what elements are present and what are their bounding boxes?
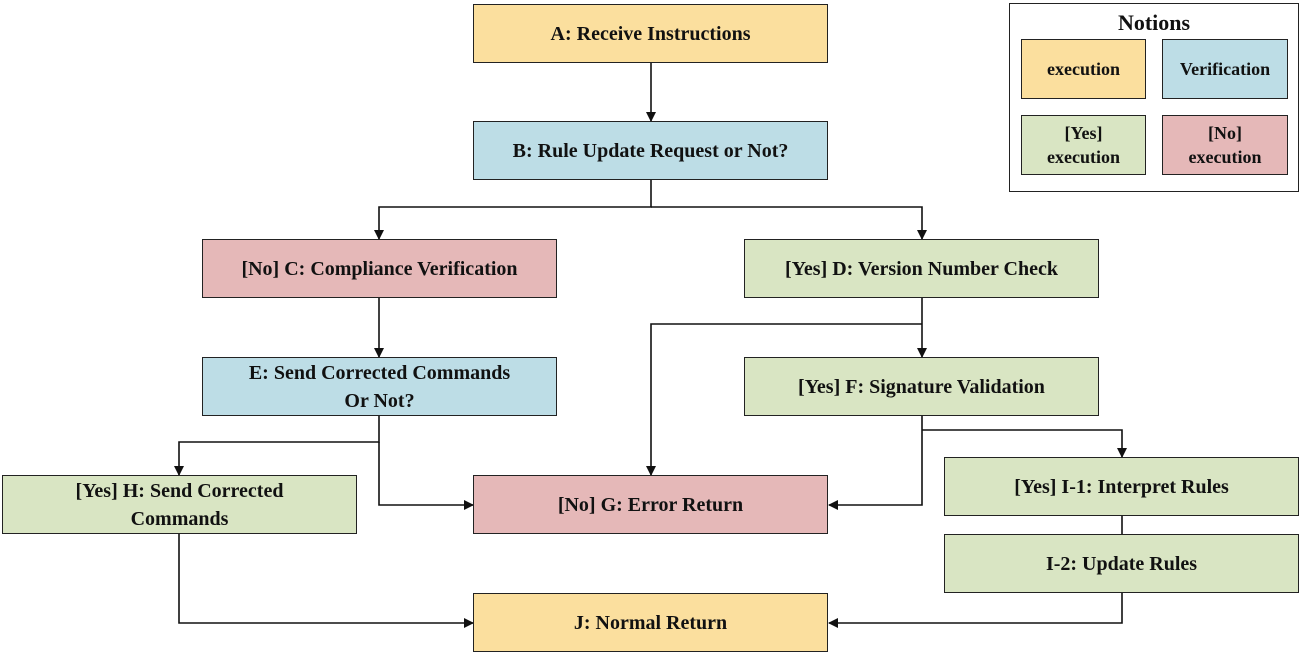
legend-yes-label-line1: [Yes] [1064, 123, 1103, 143]
legend-execution-label: execution [1047, 59, 1120, 79]
arrow-f-to-g [828, 416, 923, 510]
legend-verification-label: Verification [1179, 59, 1271, 79]
arrow-d-to-g [646, 323, 922, 476]
node-i2: I-2: Update Rules [944, 534, 1299, 593]
node-j: J: Normal Return [473, 593, 828, 652]
node-f-label: [Yes] F: Signature Validation [798, 375, 1045, 398]
node-f: [Yes] F: Signature Validation [744, 357, 1099, 416]
arrow-h-to-j [178, 534, 474, 628]
node-c-label: [No] C: Compliance Verification [241, 257, 518, 280]
legend-no-label-line2: execution [1188, 147, 1262, 167]
arrow-e-to-h [174, 416, 380, 476]
node-i1-label: [Yes] I-1: Interpret Rules [1014, 475, 1229, 498]
node-i1: [Yes] I-1: Interpret Rules [944, 457, 1299, 516]
legend-yes-label-line2: execution [1047, 147, 1120, 167]
node-h-label-line2: Commands [130, 507, 229, 530]
legend-yes-execution: [Yes] execution [1021, 115, 1146, 175]
node-j-label: J: Normal Return [573, 611, 728, 634]
arrow-f-to-i1 [922, 429, 1127, 458]
legend-execution: execution [1021, 39, 1146, 99]
arrow-b-to-c [374, 180, 652, 240]
node-e-label-line1: E: Send Corrected Commands [248, 361, 511, 384]
arrow-b-to-d [651, 206, 927, 240]
legend-title: Notions [1117, 10, 1191, 35]
node-h-label-line1: [Yes] H: Send Corrected [75, 479, 284, 502]
legend-no-execution: [No] execution [1162, 115, 1288, 175]
legend-no-label-line1: [No] [1208, 123, 1242, 143]
node-e: E: Send Corrected Commands Or Not? [202, 357, 557, 416]
node-b-label: B: Rule Update Request or Not? [512, 139, 789, 162]
node-h: [Yes] H: Send Corrected Commands [2, 475, 357, 534]
node-e-label-line2: Or Not? [344, 389, 415, 412]
node-g: [No] G: Error Return [473, 475, 828, 534]
node-c: [No] C: Compliance Verification [202, 239, 557, 298]
node-i2-label: I-2: Update Rules [1045, 552, 1198, 575]
legend: Notions execution Verification [Yes] exe… [1009, 3, 1299, 192]
arrow-e-to-g [378, 442, 474, 510]
node-a: A: Receive Instructions [473, 4, 828, 63]
node-b: B: Rule Update Request or Not? [473, 121, 828, 180]
node-a-label: A: Receive Instructions [550, 22, 751, 45]
node-d: [Yes] D: Version Number Check [744, 239, 1099, 298]
node-d-label: [Yes] D: Version Number Check [785, 257, 1058, 280]
legend-verification: Verification [1162, 39, 1288, 99]
node-g-label: [No] G: Error Return [557, 493, 744, 516]
arrow-i2-to-j [828, 593, 1123, 628]
